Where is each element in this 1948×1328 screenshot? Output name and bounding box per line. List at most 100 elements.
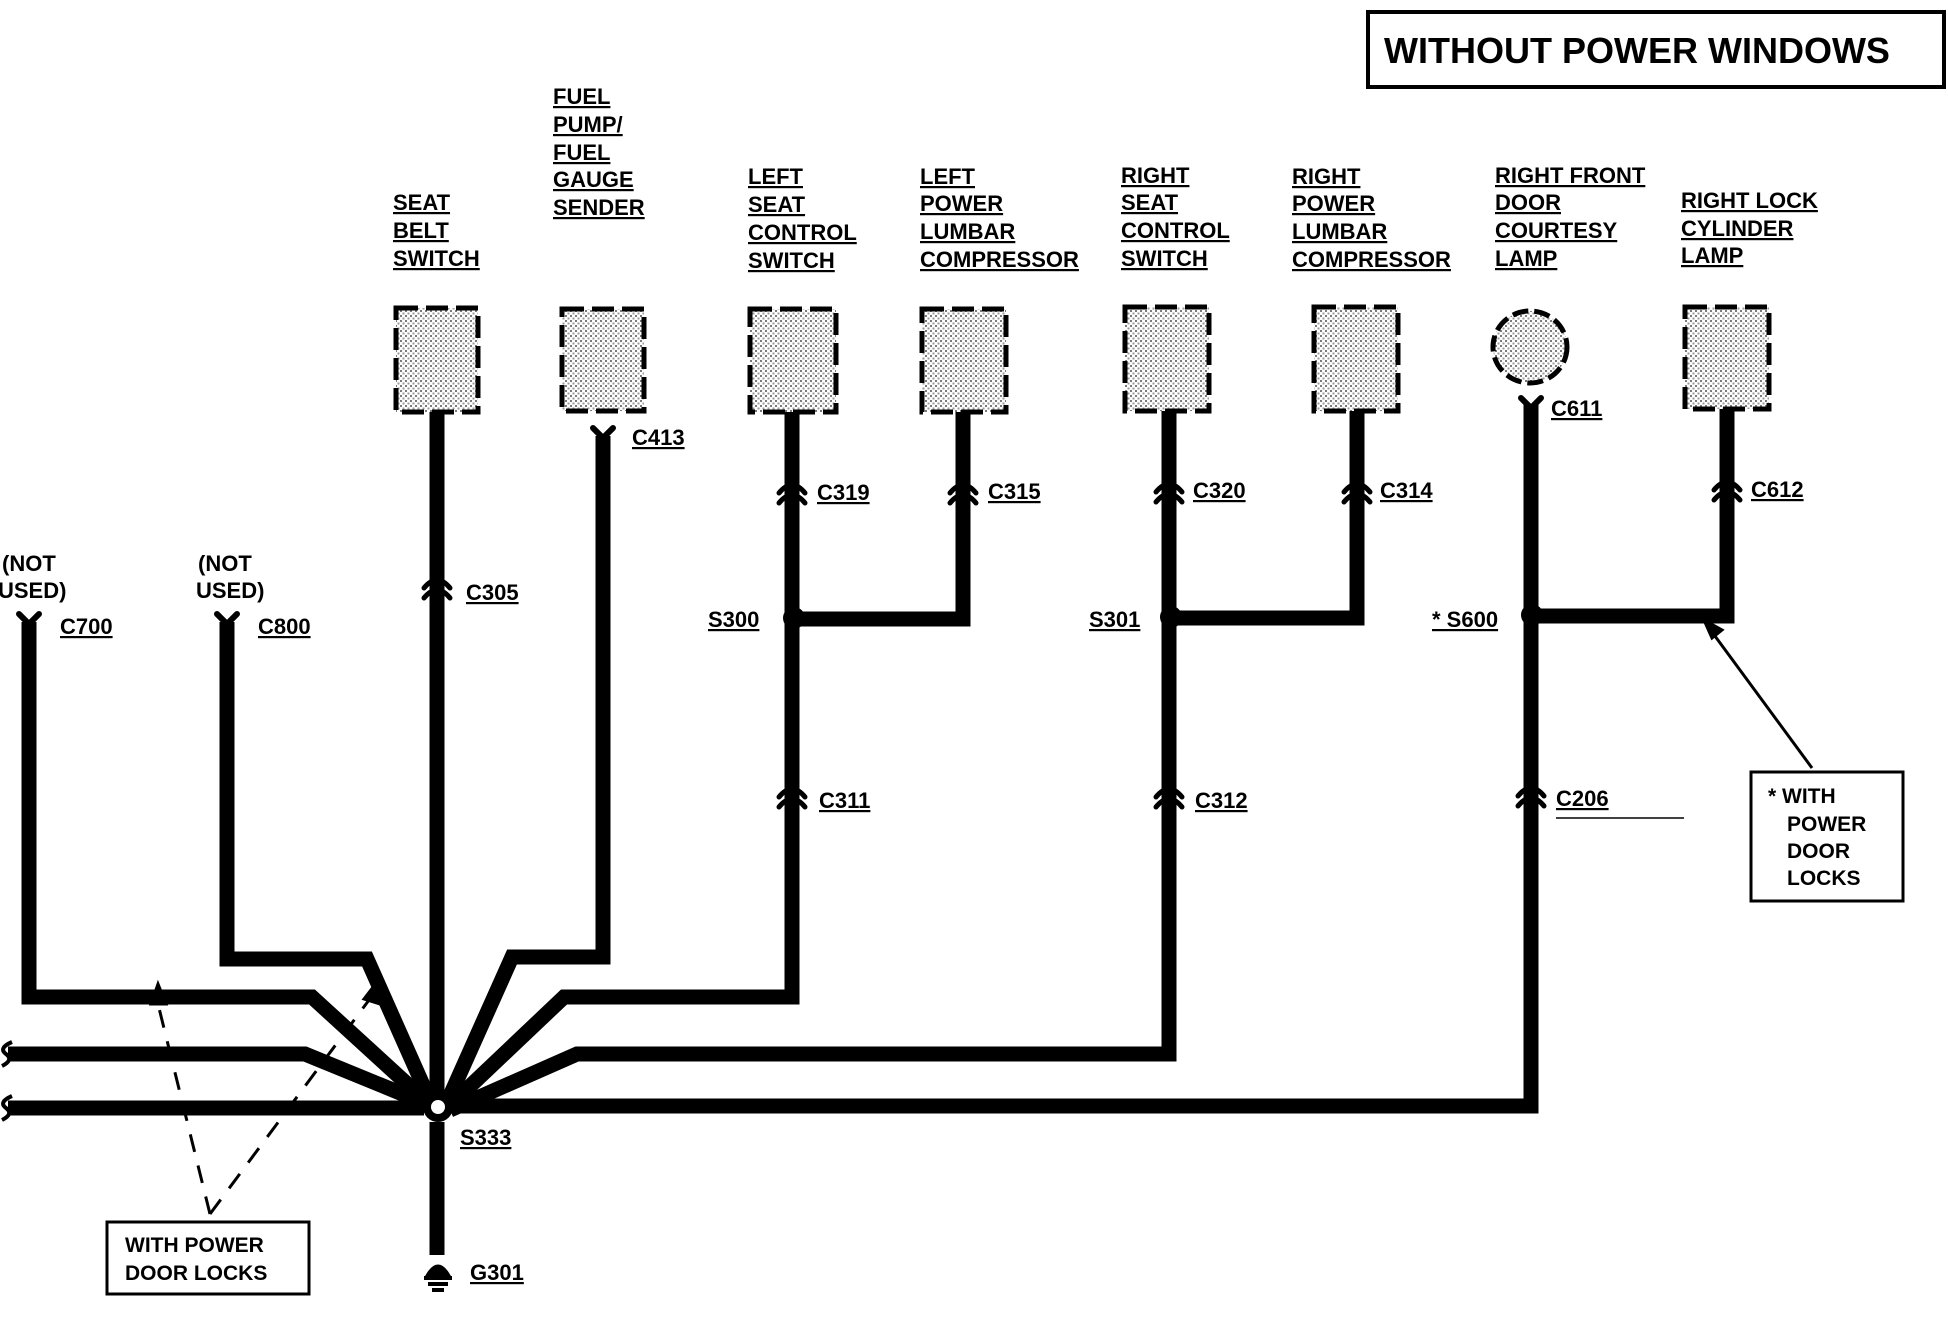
- component-label-left-seat-control-switch: LEFT SEAT CONTROL SWITCH: [748, 164, 857, 273]
- svg-text:(NOT: (NOT: [198, 551, 252, 576]
- connector-c312-symbol: [1153, 786, 1185, 810]
- title-box: WITHOUT POWER WINDOWS: [1366, 10, 1946, 89]
- right-lock-cylinder-lamp-symbol: [1682, 304, 1772, 412]
- label-g301: G301: [470, 1260, 524, 1285]
- component-label-right-seat-control-switch: RIGHT SEAT CONTROL SWITCH: [1121, 163, 1230, 271]
- svg-text:COURTESY: COURTESY: [1495, 218, 1618, 243]
- svg-text:LAMP: LAMP: [1495, 246, 1557, 271]
- connector-c315-symbol: [947, 482, 979, 506]
- label-s600: * S600: [1432, 607, 1498, 632]
- label-c612: C612: [1751, 477, 1804, 502]
- not-used-label-c800: (NOT USED): [196, 551, 264, 603]
- svg-text:POWER: POWER: [1292, 191, 1375, 216]
- svg-text:LEFT: LEFT: [920, 164, 976, 189]
- svg-text:FUEL: FUEL: [553, 140, 610, 165]
- svg-text:COMPRESSOR: COMPRESSOR: [920, 247, 1079, 272]
- note-arrows-left: [148, 978, 382, 1215]
- connector-c305-symbol: [421, 577, 453, 601]
- svg-text:RIGHT: RIGHT: [1121, 163, 1190, 188]
- svg-text:USED): USED): [196, 578, 264, 603]
- wire-c800: [219, 622, 438, 1107]
- svg-text:LAMP: LAMP: [1681, 243, 1743, 268]
- right-seat-control-switch-symbol: [1122, 304, 1212, 414]
- svg-text:SWITCH: SWITCH: [1121, 246, 1208, 271]
- splice-s300-dot: [783, 607, 805, 629]
- note-box-right: * WITH POWER DOOR LOCKS: [1749, 770, 1905, 903]
- svg-text:COMPRESSOR: COMPRESSOR: [1292, 247, 1451, 272]
- svg-text:PUMP/: PUMP/: [553, 112, 623, 137]
- svg-text:RIGHT FRONT: RIGHT FRONT: [1495, 163, 1646, 188]
- label-c311: C311: [819, 788, 870, 813]
- svg-text:BELT: BELT: [393, 218, 449, 243]
- fuel-pump-sender-symbol: [559, 306, 647, 414]
- svg-text:RIGHT: RIGHT: [1292, 164, 1361, 189]
- label-c314: C314: [1380, 478, 1433, 503]
- label-c319: C319: [817, 480, 870, 505]
- connector-c413-symbol: [590, 425, 616, 443]
- component-label-left-power-lumbar-compressor: LEFT POWER LUMBAR COMPRESSOR: [920, 164, 1079, 272]
- connector-c319-symbol: [776, 482, 808, 506]
- svg-text:(NOT: (NOT: [2, 551, 56, 576]
- svg-text:DOOR: DOOR: [1495, 190, 1561, 215]
- svg-text:LOCKS: LOCKS: [1787, 867, 1861, 890]
- component-label-fuel-pump-sender: FUEL PUMP/ FUEL GAUGE SENDER: [553, 84, 645, 220]
- connector-c612-symbol: [1711, 479, 1743, 503]
- svg-text:LUMBAR: LUMBAR: [1292, 219, 1387, 244]
- svg-text:* WITH: * WITH: [1768, 785, 1836, 808]
- svg-text:SEAT: SEAT: [393, 190, 451, 215]
- label-s333: S333: [460, 1125, 511, 1150]
- splice-s301-dot: [1160, 606, 1182, 628]
- wire-c700: [21, 622, 434, 1109]
- svg-text:USED): USED): [0, 578, 66, 603]
- connector-c320-symbol: [1153, 481, 1185, 505]
- svg-text:POWER: POWER: [920, 191, 1003, 216]
- connector-c611-symbol: [1518, 395, 1544, 413]
- label-c611: C611: [1551, 396, 1602, 421]
- label-c700: C700: [60, 614, 113, 639]
- splice-s600-dot: [1521, 604, 1543, 626]
- label-c305: C305: [466, 580, 519, 605]
- svg-text:LEFT: LEFT: [748, 164, 804, 189]
- offpage-arrow-lower: [1, 1094, 13, 1122]
- label-c312: C312: [1195, 788, 1248, 813]
- svg-text:SWITCH: SWITCH: [393, 246, 480, 271]
- right-front-door-courtesy-lamp-symbol: [1490, 308, 1570, 386]
- label-c320: C320: [1193, 478, 1246, 503]
- svg-text:WITH POWER: WITH POWER: [125, 1234, 264, 1257]
- svg-text:RIGHT LOCK: RIGHT LOCK: [1681, 188, 1818, 213]
- not-used-label-c700: (NOT USED): [0, 551, 66, 603]
- label-s300: S300: [708, 607, 759, 632]
- left-power-lumbar-compressor-symbol: [919, 306, 1009, 415]
- wire-offpage-upper: [8, 1046, 430, 1111]
- left-seat-control-switch-symbol: [747, 306, 839, 415]
- wire-right-seat-control: [446, 411, 1177, 1117]
- ground-symbol: [424, 1264, 452, 1292]
- label-c206: C206: [1556, 786, 1609, 811]
- svg-text:POWER: POWER: [1787, 813, 1866, 836]
- svg-text:FUEL: FUEL: [553, 84, 610, 109]
- label-c800: C800: [258, 614, 311, 639]
- svg-text:LUMBAR: LUMBAR: [920, 219, 1015, 244]
- connector-c311-symbol: [776, 786, 808, 810]
- right-power-lumbar-compressor-symbol: [1311, 304, 1401, 414]
- note-box-left: WITH POWER DOOR LOCKS: [105, 1220, 311, 1296]
- svg-text:CONTROL: CONTROL: [1121, 218, 1230, 243]
- note-arrow-right: [1700, 616, 1814, 769]
- wire-left-seat-control: [441, 412, 800, 1114]
- label-c413: C413: [632, 425, 685, 450]
- svg-text:SEAT: SEAT: [748, 192, 806, 217]
- diagram-title: WITHOUT POWER WINDOWS: [1384, 30, 1890, 71]
- wire-courtesy-lamp: [450, 404, 1539, 1114]
- wire-fuel-pump: [438, 436, 611, 1111]
- seat-belt-switch-symbol: [393, 305, 481, 415]
- wire-right-lumbar: [1173, 411, 1365, 626]
- component-label-right-lock-cylinder-lamp: RIGHT LOCK CYLINDER LAMP: [1681, 188, 1818, 268]
- offpage-arrow-upper: [1, 1040, 13, 1068]
- label-c315: C315: [988, 479, 1041, 504]
- svg-text:DOOR: DOOR: [1787, 840, 1850, 863]
- svg-text:DOOR LOCKS: DOOR LOCKS: [125, 1262, 267, 1285]
- connector-c700-symbol: [16, 611, 42, 629]
- svg-text:SEAT: SEAT: [1121, 190, 1179, 215]
- component-label-right-power-lumbar-compressor: RIGHT POWER LUMBAR COMPRESSOR: [1292, 164, 1451, 272]
